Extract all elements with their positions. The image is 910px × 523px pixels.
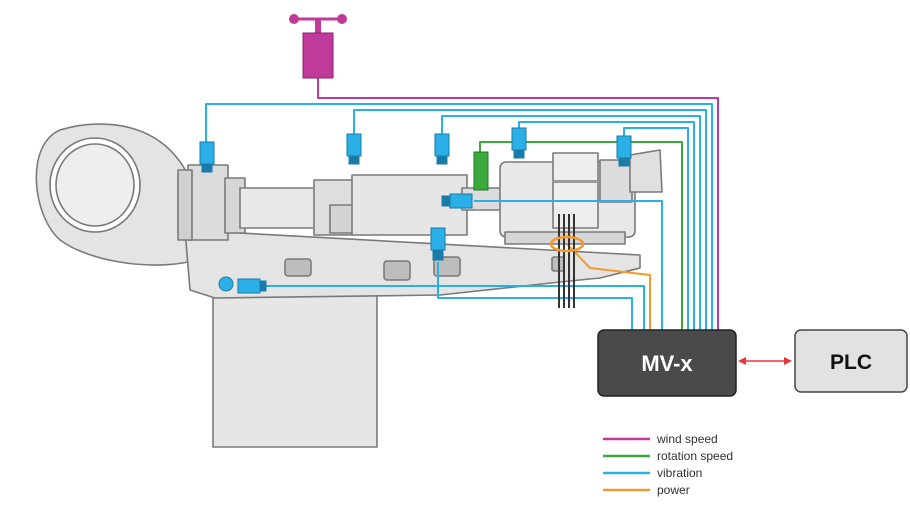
tower: [212, 291, 378, 448]
current-clamp: [549, 235, 585, 253]
vibration-sensor-icon: [346, 133, 362, 165]
controller-label: MV-x: [641, 351, 693, 376]
vibration-line-7: [437, 262, 633, 330]
svg-text:power: power: [657, 483, 690, 497]
controller-plc-link: [738, 357, 792, 365]
vibration-sensor-icon: [199, 141, 215, 173]
signal-lines: [205, 78, 719, 330]
vibration-sensor-icon: [441, 193, 473, 209]
legend-item-rotation-speed: rotation speed: [603, 449, 733, 463]
vibration-sensor-icon: [434, 133, 450, 165]
vibration-line-3: [441, 115, 701, 330]
vibration-sensor-icon: [616, 135, 632, 167]
legend-item-power: power: [603, 483, 690, 497]
vibration-line-2: [353, 109, 707, 330]
nacelle-drawing: [35, 123, 663, 448]
vibration-sensors: [199, 127, 632, 294]
controller-box: MV-x: [597, 329, 737, 397]
vibration-sensor-icon: [430, 227, 446, 261]
svg-text:rotation speed: rotation speed: [657, 449, 733, 463]
vibration-line-4: [518, 121, 695, 330]
legend-item-vibration: vibration: [603, 466, 702, 480]
vibration-sensor-icon: [511, 127, 527, 159]
vibration-line-5: [623, 127, 689, 330]
svg-text:vibration: vibration: [657, 466, 702, 480]
plc-box: PLC: [794, 329, 908, 393]
wind-speed-line: [317, 78, 719, 330]
vibration-line-8: [264, 285, 645, 330]
svg-text:wind speed: wind speed: [656, 432, 718, 446]
anemometer-icon: [289, 14, 347, 79]
rotation-speed-line: [479, 141, 683, 330]
speed-sensor-icon: [473, 151, 489, 191]
vibration-line-6: [474, 200, 663, 330]
legend-item-wind-speed: wind speed: [603, 432, 718, 446]
vibration-line-1: [205, 103, 713, 330]
vibration-sensor-icon: [218, 276, 267, 294]
power-line: [566, 243, 651, 330]
plc-label: PLC: [830, 351, 872, 374]
legend: wind speed rotation speed vibration powe…: [603, 432, 733, 497]
